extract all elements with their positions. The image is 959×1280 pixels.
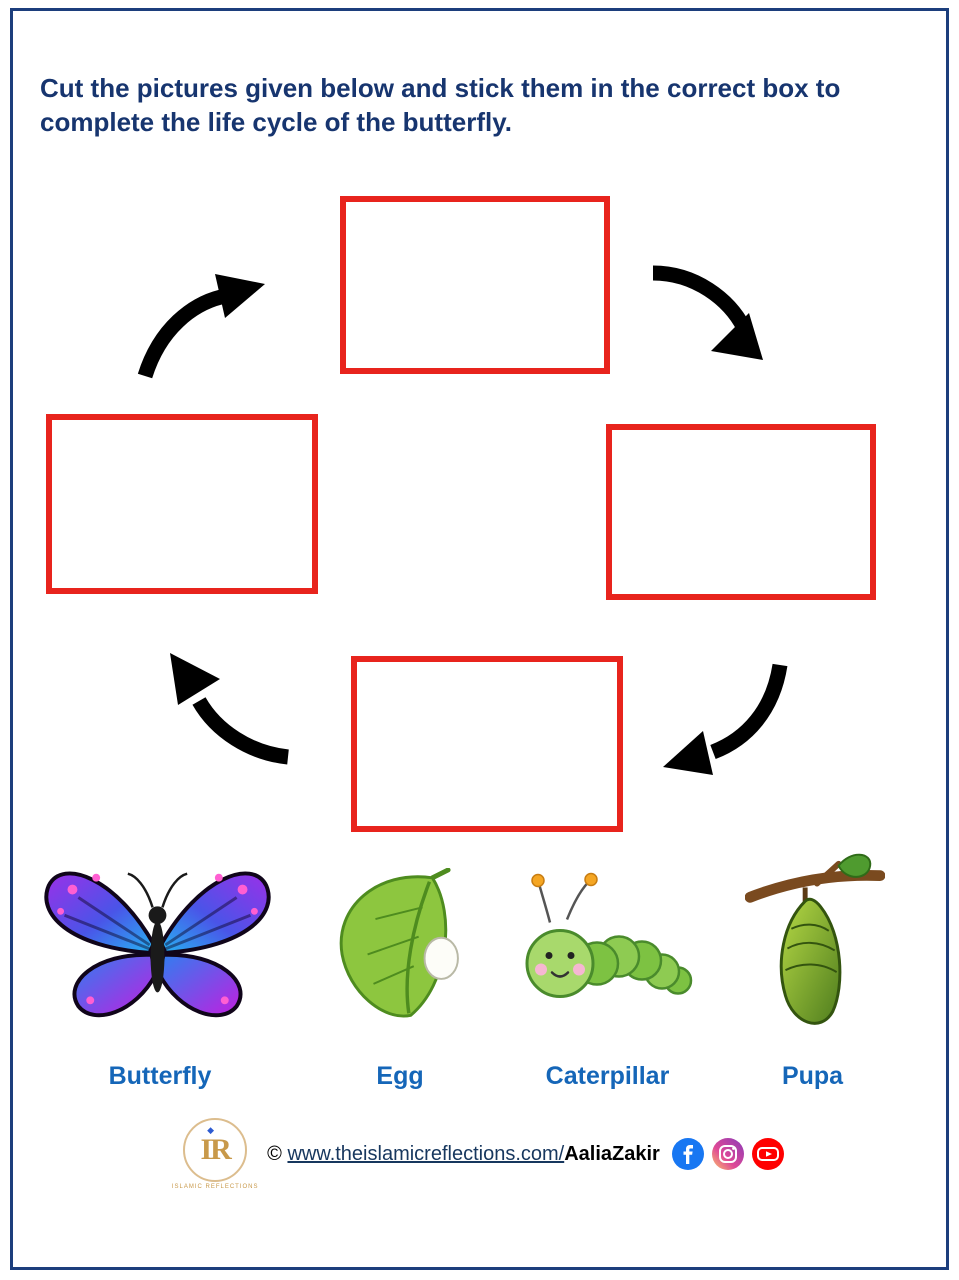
- curved-arrow-up-right-icon: [137, 274, 265, 379]
- cycle-box-top: [340, 196, 610, 374]
- social-icons: [671, 1138, 784, 1170]
- caterpillar-label: Caterpillar: [545, 1062, 670, 1090]
- copyright-line: © www.theislamicreflections.com/AaliaZak…: [267, 1143, 660, 1166]
- diamond-icon: ◆: [207, 1125, 215, 1135]
- curved-arrow-down-left-icon: [663, 663, 788, 775]
- site-link[interactable]: www.theislamicreflections.com/: [287, 1142, 565, 1165]
- egg-on-leaf-icon: [339, 868, 459, 1018]
- cycle-box-left: [46, 414, 318, 594]
- facebook-icon[interactable]: [671, 1138, 704, 1170]
- instruction-title: Cut the pictures given below and stick t…: [40, 73, 841, 137]
- logo-circle: ◆ IR: [183, 1118, 248, 1182]
- butterfly-label: Butterfly: [108, 1062, 212, 1090]
- curved-arrow-down-right-icon: [652, 265, 763, 360]
- youtube-icon[interactable]: [751, 1138, 784, 1170]
- pupa-icon: [745, 853, 885, 1025]
- caterpillar-icon: [525, 872, 693, 998]
- butterfly-icon: [44, 871, 271, 1018]
- logo-monogram: IR: [200, 1133, 231, 1166]
- copyright-symbol: ©: [267, 1142, 282, 1165]
- footer: ◆ IR ISLAMIC REFLECTIONS © www.theislami…: [0, 1114, 959, 1194]
- curved-arrow-up-left-icon: [170, 653, 289, 765]
- logo-caption: ISLAMIC REFLECTIONS: [171, 1184, 259, 1190]
- islamic-reflections-logo: ◆ IR ISLAMIC REFLECTIONS: [172, 1118, 258, 1190]
- pupa-label: Pupa: [781, 1062, 844, 1090]
- author-name: AaliaZakir: [564, 1142, 660, 1165]
- cycle-box-right: [606, 424, 876, 600]
- egg-label: Egg: [376, 1062, 424, 1090]
- cycle-box-bottom: [351, 656, 623, 832]
- instagram-icon[interactable]: [711, 1138, 744, 1170]
